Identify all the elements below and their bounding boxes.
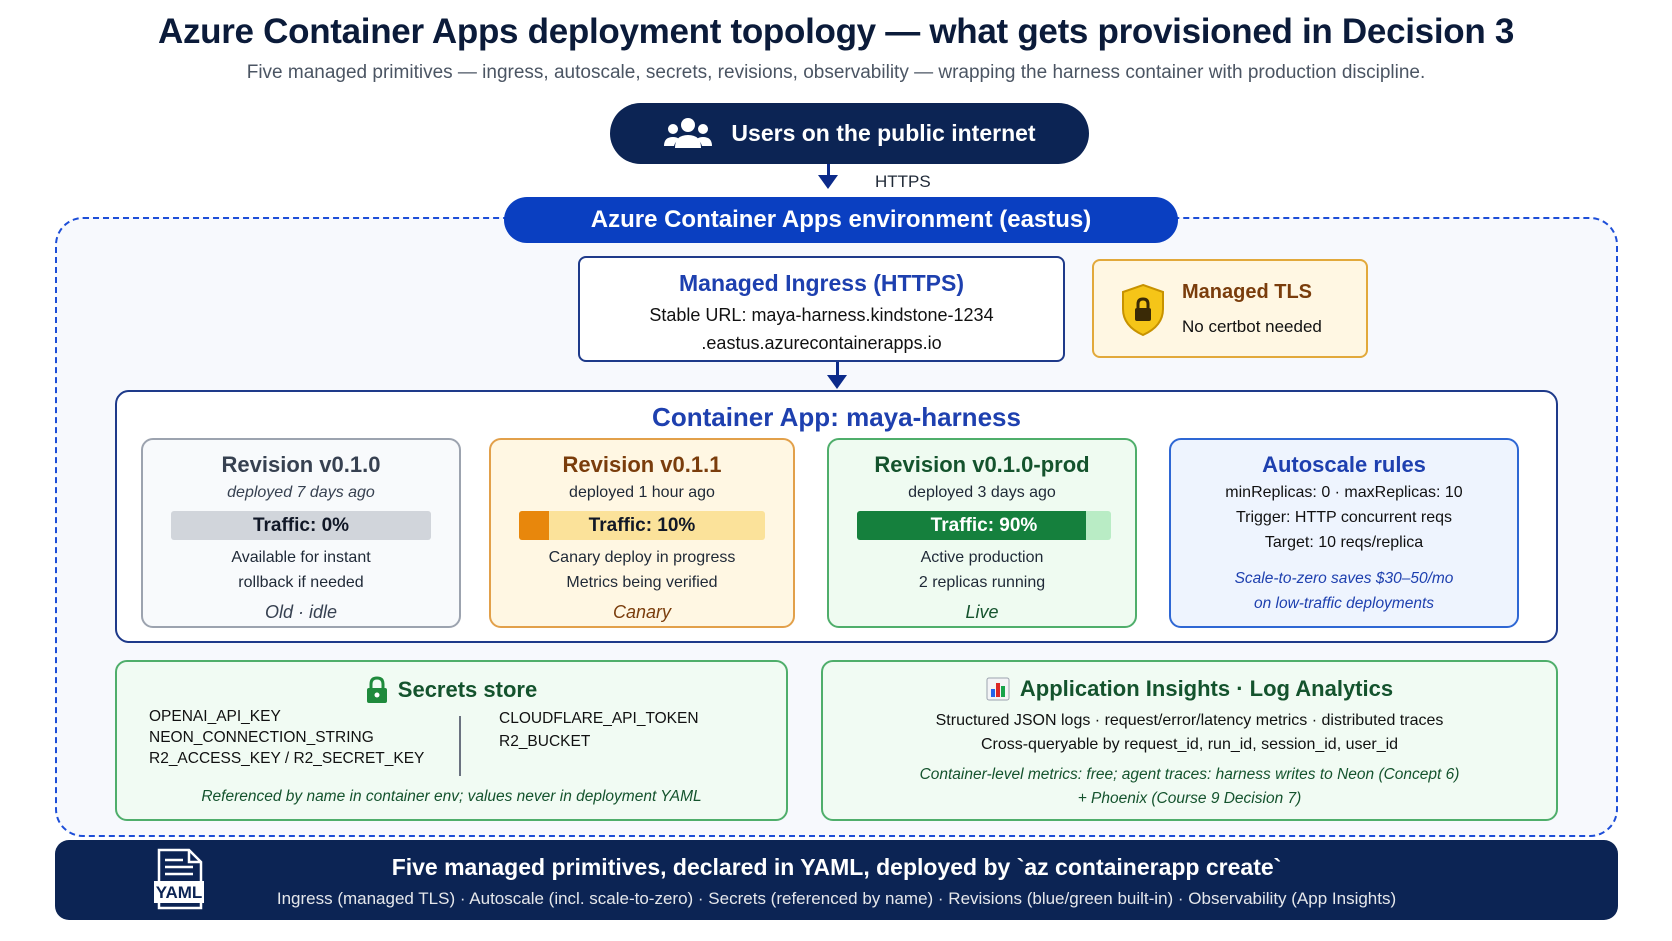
insights-title-row: Application Insights · Log Analytics [823, 676, 1556, 702]
environment-label: Azure Container Apps environment (eastus… [504, 197, 1178, 243]
revision-deployed: deployed 7 days ago [227, 484, 375, 501]
revision-card-v010: Revision v0.1.0 deployed 7 days ago Traf… [141, 438, 461, 628]
users-icon [664, 117, 713, 148]
secret-key: NEON_CONNECTION_STRING [149, 729, 374, 746]
yaml-file-icon: YAML [154, 848, 204, 910]
traffic-label: Traffic: 90% [930, 514, 1038, 536]
secret-key: R2_ACCESS_KEY / R2_SECRET_KEY [149, 750, 425, 767]
autoscale-target: Target: 10 reqs/replica [1264, 534, 1424, 551]
revision-note-line1: Active production [920, 549, 1044, 566]
insights-line1: Structured JSON logs · request/error/lat… [935, 712, 1444, 729]
users-label: Users on the public internet [731, 120, 1036, 146]
footer-subtitle: Ingress (managed TLS) · Autoscale (incl.… [276, 889, 1397, 908]
revision-title: Revision v0.1.1 [562, 452, 722, 477]
revision-card-v010-prod: Revision v0.1.0-prod deployed 3 days ago… [827, 438, 1137, 628]
autoscale-replicas: minReplicas: 0 · maxReplicas: 10 [1225, 484, 1463, 501]
insights-note-line1: Container-level metrics: free; agent tra… [919, 766, 1460, 783]
insights-note-line2: + Phoenix (Course 9 Decision 7) [1077, 790, 1302, 807]
users-node: Users on the public internet [610, 103, 1089, 164]
secrets-divider [459, 716, 461, 776]
traffic-bar: Traffic: 10% [519, 511, 765, 540]
ingress-url-line1: Stable URL: maya-harness.kindstone-1234 [649, 305, 994, 325]
traffic-bar-fill [857, 511, 1086, 540]
autoscale-title: Autoscale rules [1262, 452, 1426, 477]
autoscale-note-line1: Scale-to-zero saves $30–50/mo [1234, 570, 1454, 587]
managed-ingress-box: Managed Ingress (HTTPS) Stable URL: maya… [578, 256, 1065, 362]
revision-deployed: deployed 1 hour ago [569, 484, 715, 501]
shield-lock-icon [1122, 283, 1164, 337]
ingress-url-line2: .eastus.azurecontainerapps.io [701, 333, 942, 353]
arrow-head-users [818, 175, 838, 189]
revision-note-line2: 2 replicas running [918, 574, 1046, 591]
traffic-bar: Traffic: 0% [171, 511, 431, 540]
revision-status: Old · idle [264, 602, 338, 622]
page-subtitle: Five managed primitives — ingress, autos… [246, 62, 1426, 83]
revision-card-v011: Revision v0.1.1 deployed 1 hour ago Traf… [489, 438, 795, 628]
app-insights-box: Application Insights · Log Analytics Str… [821, 660, 1558, 821]
traffic-bar-fill [519, 511, 549, 540]
tls-title: Managed TLS [1182, 281, 1313, 303]
revision-status: Canary [612, 602, 672, 622]
managed-tls-box: Managed TLS No certbot needed [1092, 259, 1368, 358]
secrets-store-box: Secrets store OPENAI_API_KEY NEON_CONNEC… [115, 660, 788, 821]
revision-note-line2: rollback if needed [238, 574, 364, 591]
revision-deployed: deployed 3 days ago [908, 484, 1056, 501]
secrets-title-row: Secrets store [117, 676, 786, 704]
autoscale-rules-card: Autoscale rules minReplicas: 0 · maxRepl… [1169, 438, 1519, 628]
https-label: HTTPS [875, 172, 931, 191]
secrets-footnote: Referenced by name in container env; val… [201, 788, 702, 805]
arrow-head-ingress [827, 375, 847, 389]
traffic-label: Traffic: 10% [588, 514, 696, 536]
lock-icon [366, 676, 387, 703]
traffic-bar: Traffic: 90% [857, 511, 1111, 540]
revision-note-line2: Metrics being verified [566, 574, 718, 591]
tls-subtitle: No certbot needed [1182, 317, 1322, 336]
revision-note-line1: Available for instant [231, 549, 371, 566]
autoscale-trigger: Trigger: HTTP concurrent reqs [1235, 509, 1453, 526]
page-title: Azure Container Apps deployment topology… [157, 12, 1514, 51]
arrow-users-to-env [827, 164, 830, 176]
insights-title: Application Insights · Log Analytics [1019, 676, 1394, 701]
ingress-title: Managed Ingress (HTTPS) [679, 270, 964, 296]
revision-title: Revision v0.1.0-prod [874, 452, 1090, 477]
footer-banner: YAML Five managed primitives, declared i… [55, 840, 1618, 920]
footer-title: Five managed primitives, declared in YAM… [391, 854, 1282, 880]
insights-line2: Cross-queryable by request_id, run_id, s… [980, 736, 1399, 753]
revision-title: Revision v0.1.0 [221, 452, 381, 477]
arrow-ingress-to-app [836, 362, 839, 377]
secret-key: R2_BUCKET [499, 733, 591, 750]
revision-status: Live [965, 602, 999, 622]
traffic-label: Traffic: 0% [252, 514, 350, 536]
container-app-title: Container App: maya-harness [652, 402, 1021, 432]
secret-key: OPENAI_API_KEY [149, 708, 281, 725]
revision-note-line1: Canary deploy in progress [548, 549, 736, 566]
autoscale-note-line2: on low-traffic deployments [1253, 595, 1435, 612]
bar-chart-icon [986, 677, 1010, 701]
secret-key: CLOUDFLARE_API_TOKEN [499, 710, 699, 727]
secrets-title: Secrets store [397, 677, 538, 702]
yaml-icon-text: YAML [156, 883, 203, 902]
